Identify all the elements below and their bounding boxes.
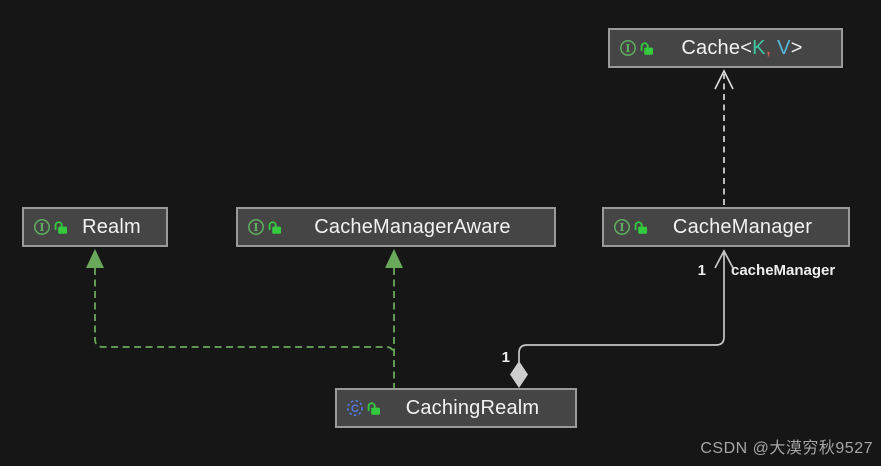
dependency-edge-cachemanager-to-cache[interactable] (714, 69, 734, 205)
unlocked-padlock-icon (639, 40, 655, 57)
realization-edge-cachingrealm-to-cachemanageraware[interactable] (385, 249, 403, 388)
node-label-cachemanager: CacheManager (672, 215, 813, 238)
aggregation-edge-cachingrealm-to-cachemanager[interactable] (510, 249, 734, 388)
node-label-cachingrealm: CachingRealm (405, 396, 540, 419)
interface-node-cachemanager[interactable]: I CacheManager (602, 207, 850, 247)
class-node-cachingrealm[interactable]: C CachingRealm (335, 388, 577, 428)
unlocked-padlock-icon (633, 219, 649, 236)
svg-text:C: C (351, 403, 359, 415)
svg-text:I: I (625, 42, 630, 55)
unlocked-padlock-icon (366, 400, 382, 417)
node-label-cachemanageraware: CacheManagerAware (314, 215, 511, 238)
interface-icon: I (613, 218, 631, 236)
association-role-label: cacheManager (731, 262, 836, 279)
watermark: CSDN @大漠穷秋9527 (700, 440, 873, 457)
interface-icon: I (619, 39, 637, 57)
svg-text:I: I (253, 221, 258, 234)
unlocked-padlock-icon (267, 219, 283, 236)
node-label-realm: Realm (82, 215, 141, 238)
interface-icon: I (33, 218, 51, 236)
interface-icon: I (247, 218, 265, 236)
interface-node-cachemanageraware[interactable]: I CacheManagerAware (236, 207, 556, 247)
unlocked-padlock-icon (53, 219, 69, 236)
svg-text:I: I (619, 221, 624, 234)
realization-edge-cachingrealm-to-realm[interactable] (86, 249, 395, 357)
class-icon: C (346, 399, 364, 417)
node-label-cache: Cache<K, V> (681, 36, 803, 59)
multiplicity-label-target: 1 (697, 262, 706, 279)
svg-text:I: I (39, 221, 44, 234)
multiplicity-label-source: 1 (501, 349, 510, 366)
interface-node-cache[interactable]: I Cache<K, V> (608, 28, 843, 68)
interface-node-realm[interactable]: I Realm (22, 207, 168, 247)
